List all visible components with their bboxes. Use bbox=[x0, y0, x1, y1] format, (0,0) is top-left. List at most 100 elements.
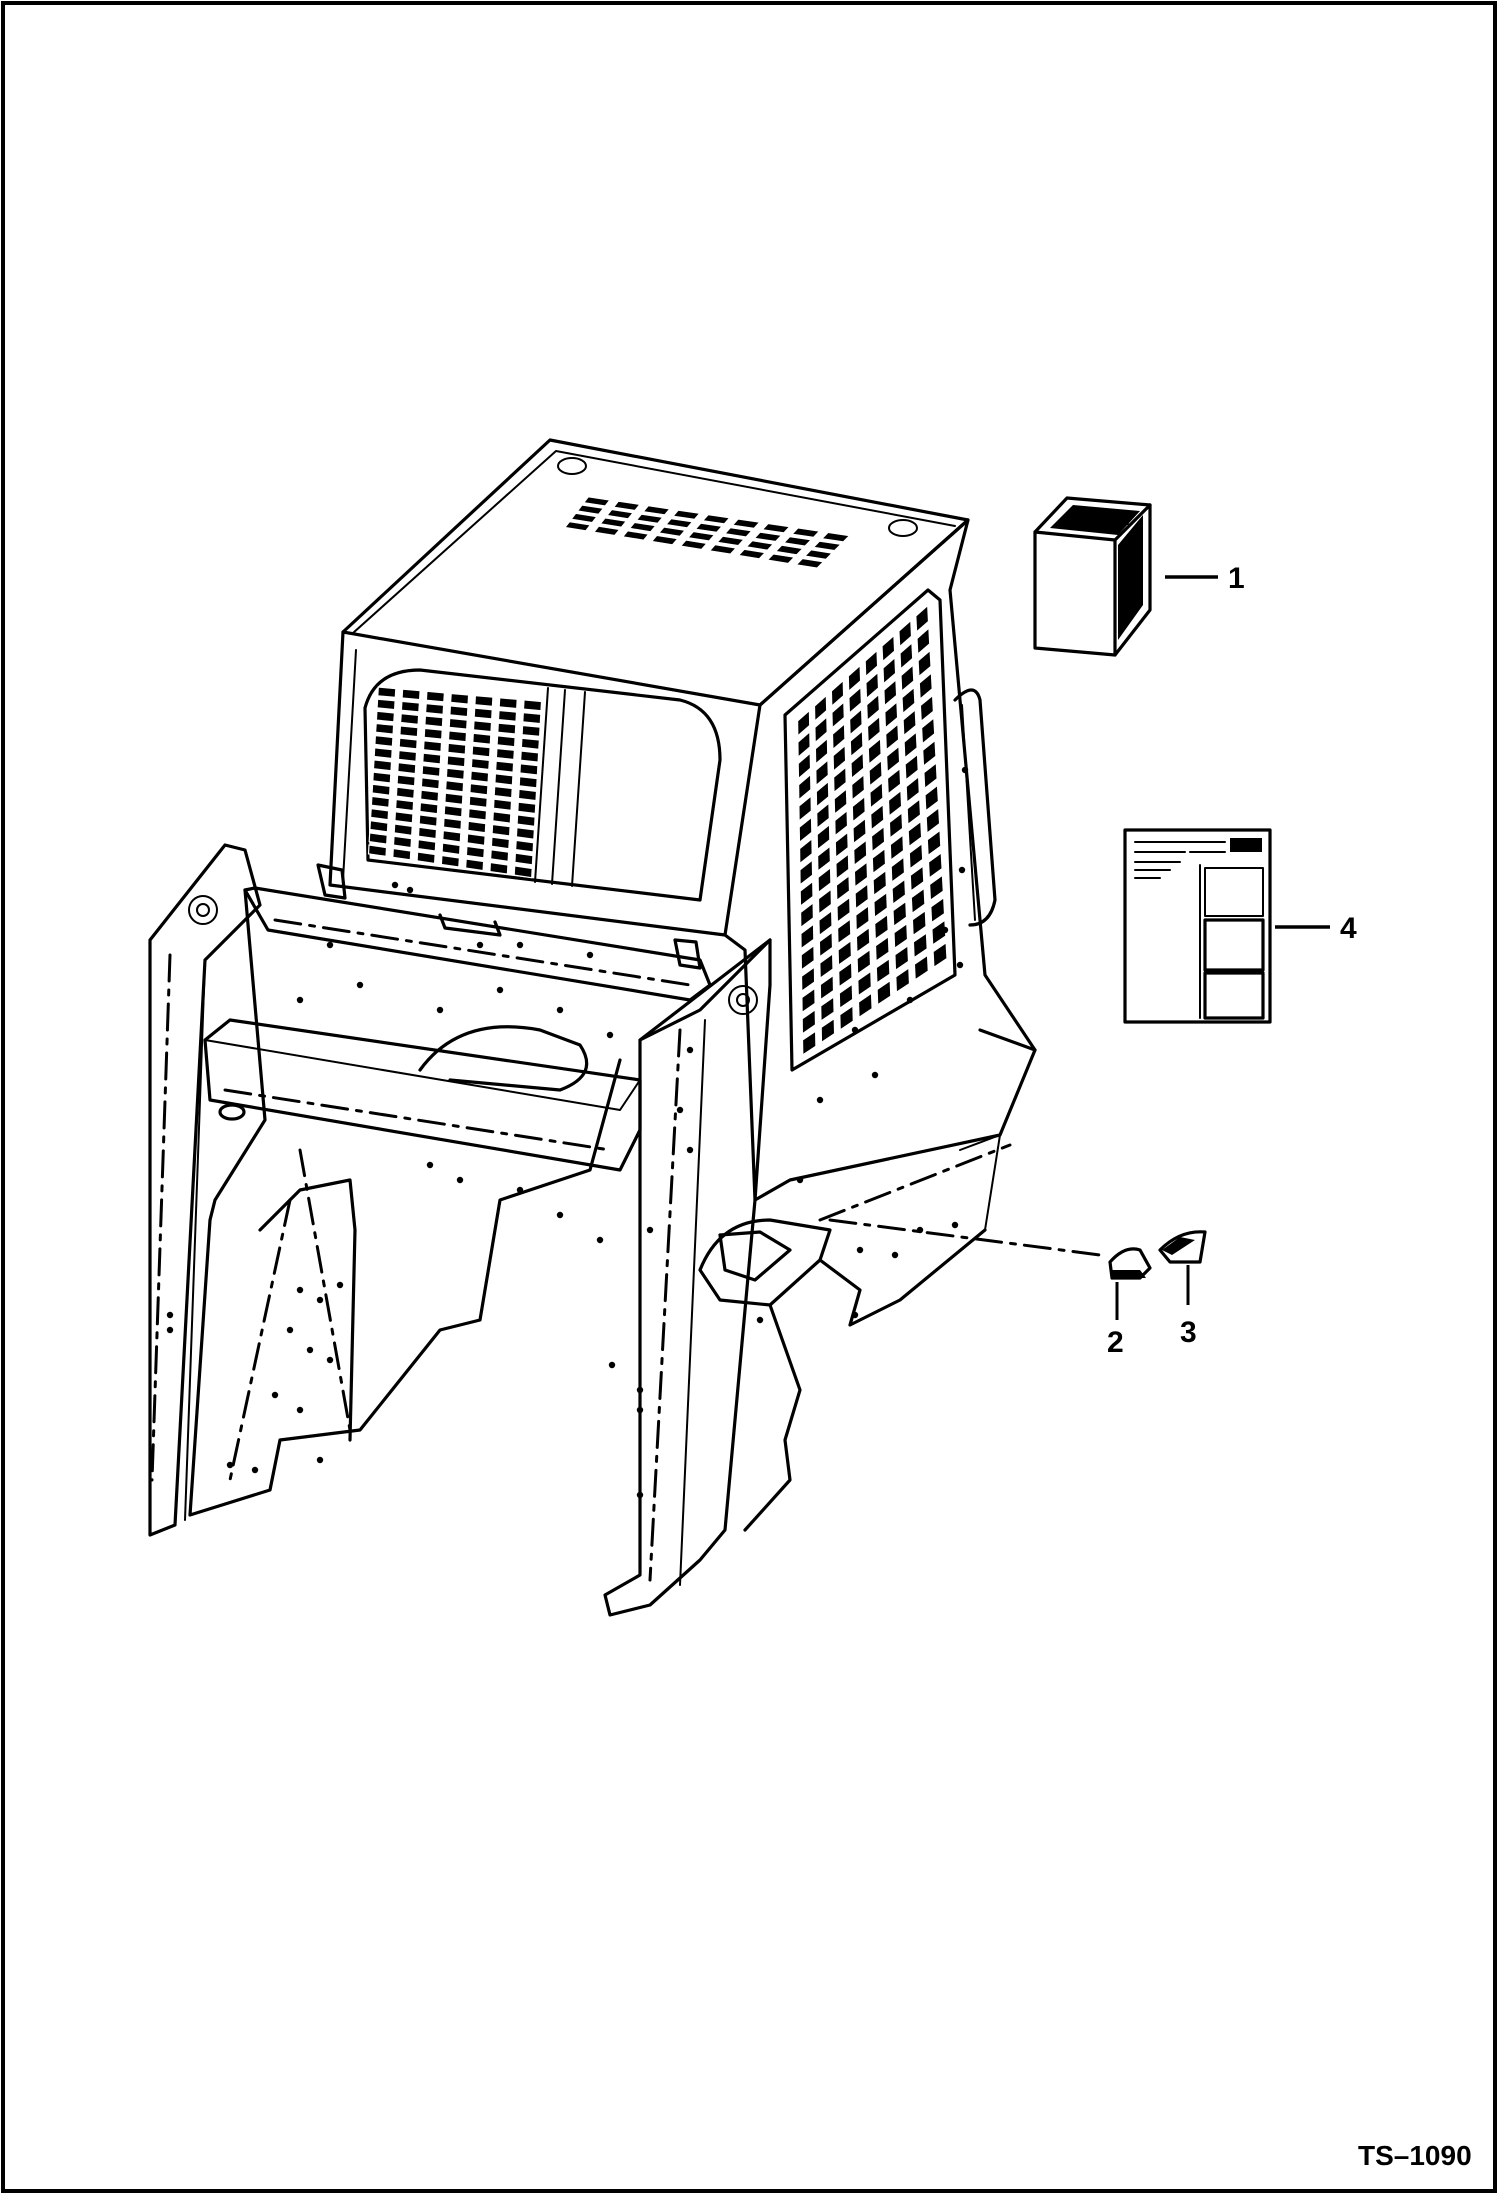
roof-vent-slot bbox=[592, 525, 621, 537]
rear-screen-opening bbox=[492, 798, 513, 812]
fastener-hole bbox=[756, 1316, 764, 1324]
roof-vent-slot bbox=[795, 557, 825, 569]
fastener-hole bbox=[636, 1386, 644, 1394]
side-screen-opening bbox=[834, 831, 849, 859]
side-screen-opening bbox=[836, 918, 852, 945]
roof-vent-slot bbox=[753, 531, 783, 543]
rear-screen-opening bbox=[419, 789, 440, 802]
rear-screen-opening bbox=[489, 849, 510, 863]
fastener-hole bbox=[226, 1461, 234, 1469]
fastener-hole bbox=[606, 1031, 614, 1039]
roof-vent-slot bbox=[766, 553, 796, 565]
side-screen-opening bbox=[801, 1030, 817, 1057]
side-screen-opening bbox=[851, 773, 866, 802]
rear-screen-opening bbox=[420, 777, 441, 790]
fastener-hole bbox=[406, 886, 414, 894]
fastener-hole bbox=[816, 1096, 824, 1104]
rear-screen-opening bbox=[392, 835, 413, 849]
side-screen-opening bbox=[912, 932, 928, 959]
rear-screen-opening bbox=[374, 734, 394, 747]
rear-screen-opening bbox=[397, 749, 418, 762]
rear-screen-opening bbox=[368, 832, 388, 845]
rear-screen-opening bbox=[370, 795, 391, 809]
fastener-hole bbox=[391, 881, 399, 889]
side-screen-opening bbox=[884, 700, 899, 729]
fastener-hole bbox=[476, 941, 484, 949]
roof-vent-slot bbox=[790, 527, 821, 539]
rear-screen-opening bbox=[398, 737, 418, 750]
side-screen-opening bbox=[816, 823, 831, 851]
roof-vent-slot bbox=[642, 505, 671, 516]
rear-screen-opening bbox=[448, 717, 468, 730]
roof-vent-slot bbox=[599, 517, 628, 528]
side-screen-opening bbox=[819, 974, 835, 1001]
rear-screen-opening bbox=[371, 783, 391, 796]
rear-screen-opening bbox=[514, 839, 535, 853]
roof-vent-slot bbox=[628, 521, 657, 533]
rear-screen-opening bbox=[472, 720, 493, 733]
side-screen-opening bbox=[854, 882, 869, 910]
fastener-hole bbox=[906, 996, 914, 1004]
side-screen-opening bbox=[899, 641, 914, 671]
rear-screen-opening bbox=[447, 742, 467, 755]
side-screen-opening bbox=[907, 820, 923, 848]
roof-vent-slot bbox=[686, 530, 716, 542]
figure-number: TS–1090 bbox=[1358, 2140, 1472, 2171]
callout-2-label: 2 bbox=[1107, 1326, 1124, 1359]
roof-vent-slot bbox=[774, 544, 805, 556]
side-screen-opening bbox=[909, 864, 925, 893]
roof-vent-slot bbox=[582, 496, 612, 507]
side-screen-opening bbox=[906, 798, 922, 826]
side-screen-opening bbox=[815, 758, 829, 787]
side-screen-opening bbox=[817, 866, 832, 894]
side-screen-opening bbox=[816, 801, 830, 830]
side-screen-opening bbox=[885, 722, 900, 751]
roof-vent-slot bbox=[723, 526, 754, 538]
roof-vent-slot bbox=[621, 530, 650, 541]
side-screen-grid bbox=[796, 604, 948, 1057]
side-screen-opening bbox=[890, 856, 906, 884]
fastener-hole bbox=[686, 1146, 694, 1154]
side-screen-opening bbox=[891, 878, 907, 906]
side-screen-opening bbox=[798, 837, 813, 865]
side-screen-opening bbox=[870, 803, 885, 831]
side-screen-opening bbox=[855, 904, 870, 932]
operators-manual-part bbox=[1033, 496, 1152, 657]
fastener-hole bbox=[271, 1391, 279, 1399]
roof-vent-slot bbox=[671, 509, 701, 521]
rear-screen-opening bbox=[422, 752, 442, 765]
rear-screen-opening bbox=[467, 820, 487, 834]
rear-screen-opening bbox=[419, 801, 439, 815]
rear-screen-opening bbox=[513, 865, 533, 879]
fastener-hole bbox=[296, 1286, 304, 1294]
side-screen-opening bbox=[834, 809, 849, 837]
rear-screen-opening bbox=[417, 826, 438, 840]
rear-screen-opening bbox=[469, 770, 490, 783]
side-screen-opening bbox=[817, 888, 833, 915]
fastener-hole bbox=[891, 1251, 899, 1259]
side-screen-opening bbox=[830, 679, 845, 708]
side-screen-opening bbox=[903, 730, 918, 759]
rear-screen-opening bbox=[469, 782, 489, 796]
rear-screen-opening bbox=[467, 808, 488, 821]
safety-decal-a-part bbox=[1108, 1247, 1152, 1280]
rear-screen-opening bbox=[416, 851, 436, 865]
side-screen-opening bbox=[882, 656, 897, 685]
safety-decal-b-part bbox=[1158, 1230, 1207, 1264]
side-screen-opening bbox=[857, 970, 872, 997]
fastener-hole bbox=[436, 1006, 444, 1014]
fastener-hole bbox=[296, 996, 304, 1004]
side-screen-opening bbox=[797, 751, 812, 780]
rear-screen-opening bbox=[522, 712, 542, 725]
rear-screen-grid bbox=[367, 686, 543, 879]
side-screen-opening bbox=[870, 825, 886, 853]
side-screen-opening bbox=[873, 891, 888, 919]
roof-vent-slot bbox=[761, 522, 791, 534]
decal-sheet-part bbox=[1123, 828, 1272, 1024]
fastener-hole bbox=[516, 1186, 524, 1194]
rear-screen-opening bbox=[394, 798, 415, 812]
rear-screen-opening bbox=[497, 722, 517, 735]
side-screen-opening bbox=[853, 861, 869, 889]
side-screen-opening bbox=[895, 966, 911, 994]
